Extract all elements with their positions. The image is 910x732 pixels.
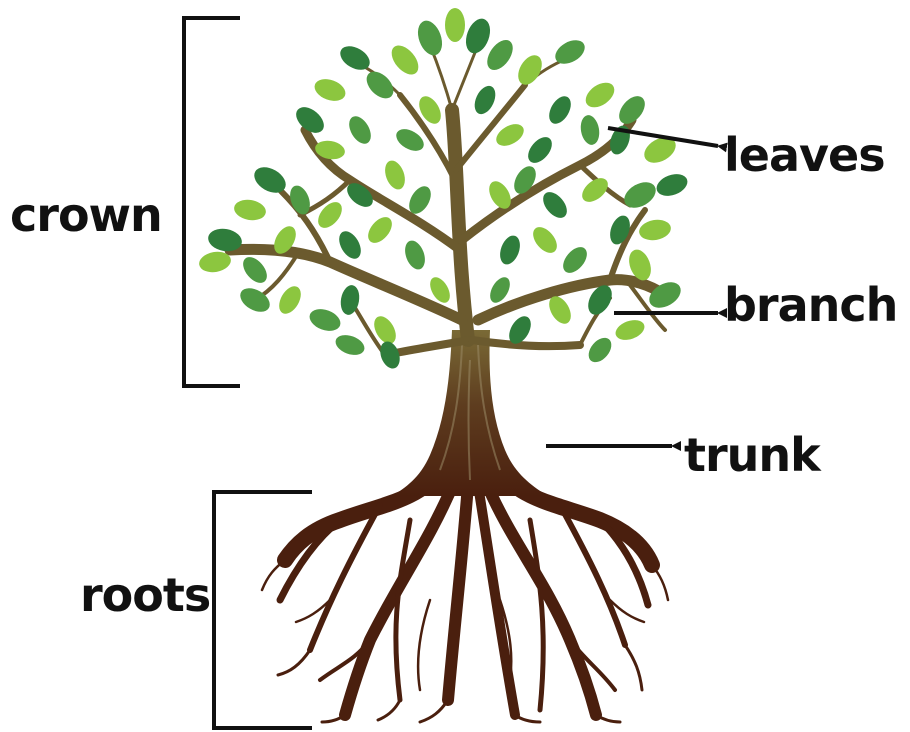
roots-bracket [214, 492, 312, 728]
crown-bracket [184, 18, 240, 386]
crown-label: crown [10, 192, 162, 238]
roots-illustration [262, 470, 668, 722]
leaves-label: leaves [724, 132, 885, 178]
trunk-label: trunk [684, 432, 820, 478]
roots-label: roots [80, 572, 210, 618]
branch-label: branch [724, 282, 897, 328]
